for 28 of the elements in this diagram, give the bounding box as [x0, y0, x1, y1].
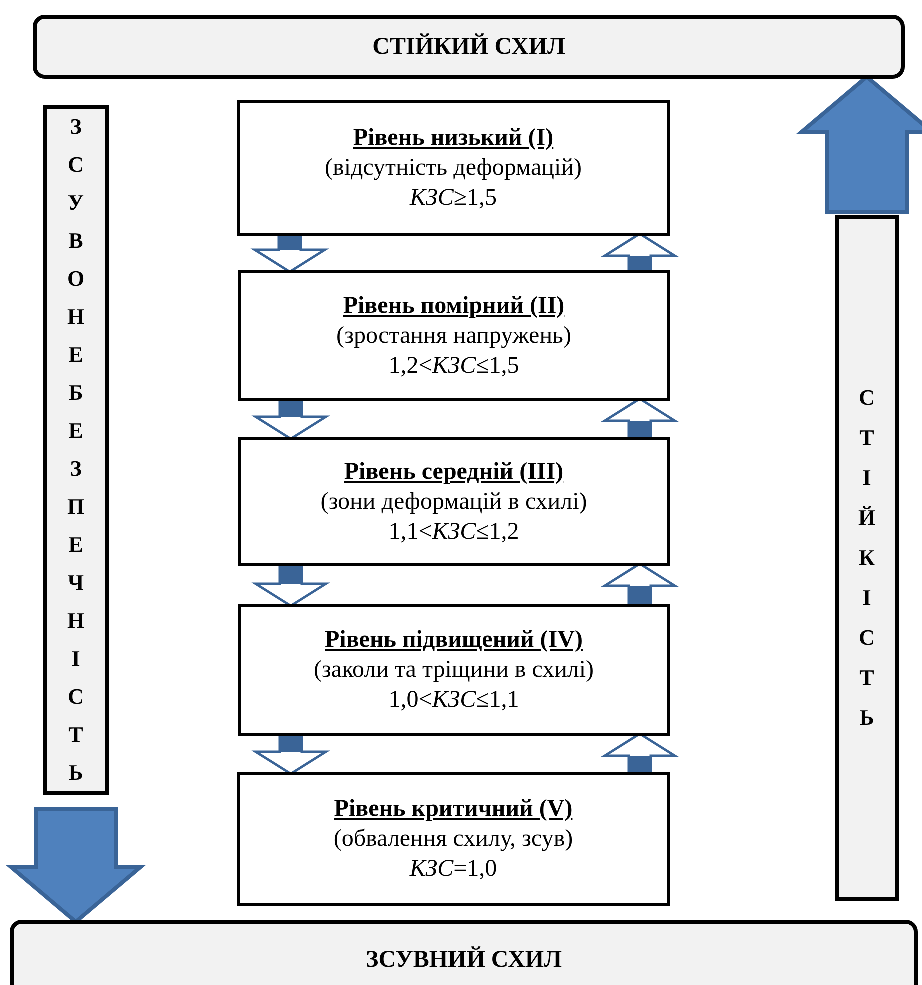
band-label: СТІЙКИЙ СХИЛ — [372, 34, 566, 60]
vertical-bar — [835, 215, 899, 901]
level-heading: Рівень підвищений (ІV) — [325, 626, 583, 655]
level-heading: Рівень помірний (ІІ) — [343, 292, 565, 320]
level-box — [237, 100, 670, 236]
criterion-text: 1,2<КЗС≤1,5 — [388, 352, 520, 380]
slope-band — [33, 15, 905, 79]
level-heading: Рівень середній (ІІІ) — [344, 458, 564, 486]
level-description: (обвалення схилу, зсув) — [334, 825, 574, 854]
vertical-label: СТІЙКІСТЬ — [857, 384, 877, 732]
slope-band — [10, 920, 918, 985]
level-heading: Рівень критичний (V) — [334, 795, 573, 824]
criterion-text: 1,1<КЗС≤1,2 — [388, 518, 520, 546]
level-description: (відсутність деформацій) — [325, 154, 582, 183]
level-description: (зростання напружень) — [336, 322, 572, 350]
level-description: (заколи та тріщини в схилі) — [314, 656, 594, 685]
criterion-text: 1,0<КЗС≤1,1 — [388, 686, 520, 715]
criterion-text: КЗС≥1,5 — [410, 184, 497, 213]
level-heading: Рівень низький (І) — [353, 124, 554, 153]
level-box — [238, 604, 670, 736]
vertical-bar — [43, 105, 109, 795]
level-box — [238, 270, 670, 401]
level-box — [238, 437, 670, 566]
level-box — [237, 772, 670, 906]
criterion-text: КЗС=1,0 — [410, 855, 498, 884]
level-description: (зони деформацій в схилі) — [320, 488, 588, 516]
band-label: ЗСУВНИЙ СХИЛ — [366, 946, 562, 974]
vertical-label: ЗСУВОНЕБЕЗПЕЧНІСТЬ — [66, 113, 86, 787]
